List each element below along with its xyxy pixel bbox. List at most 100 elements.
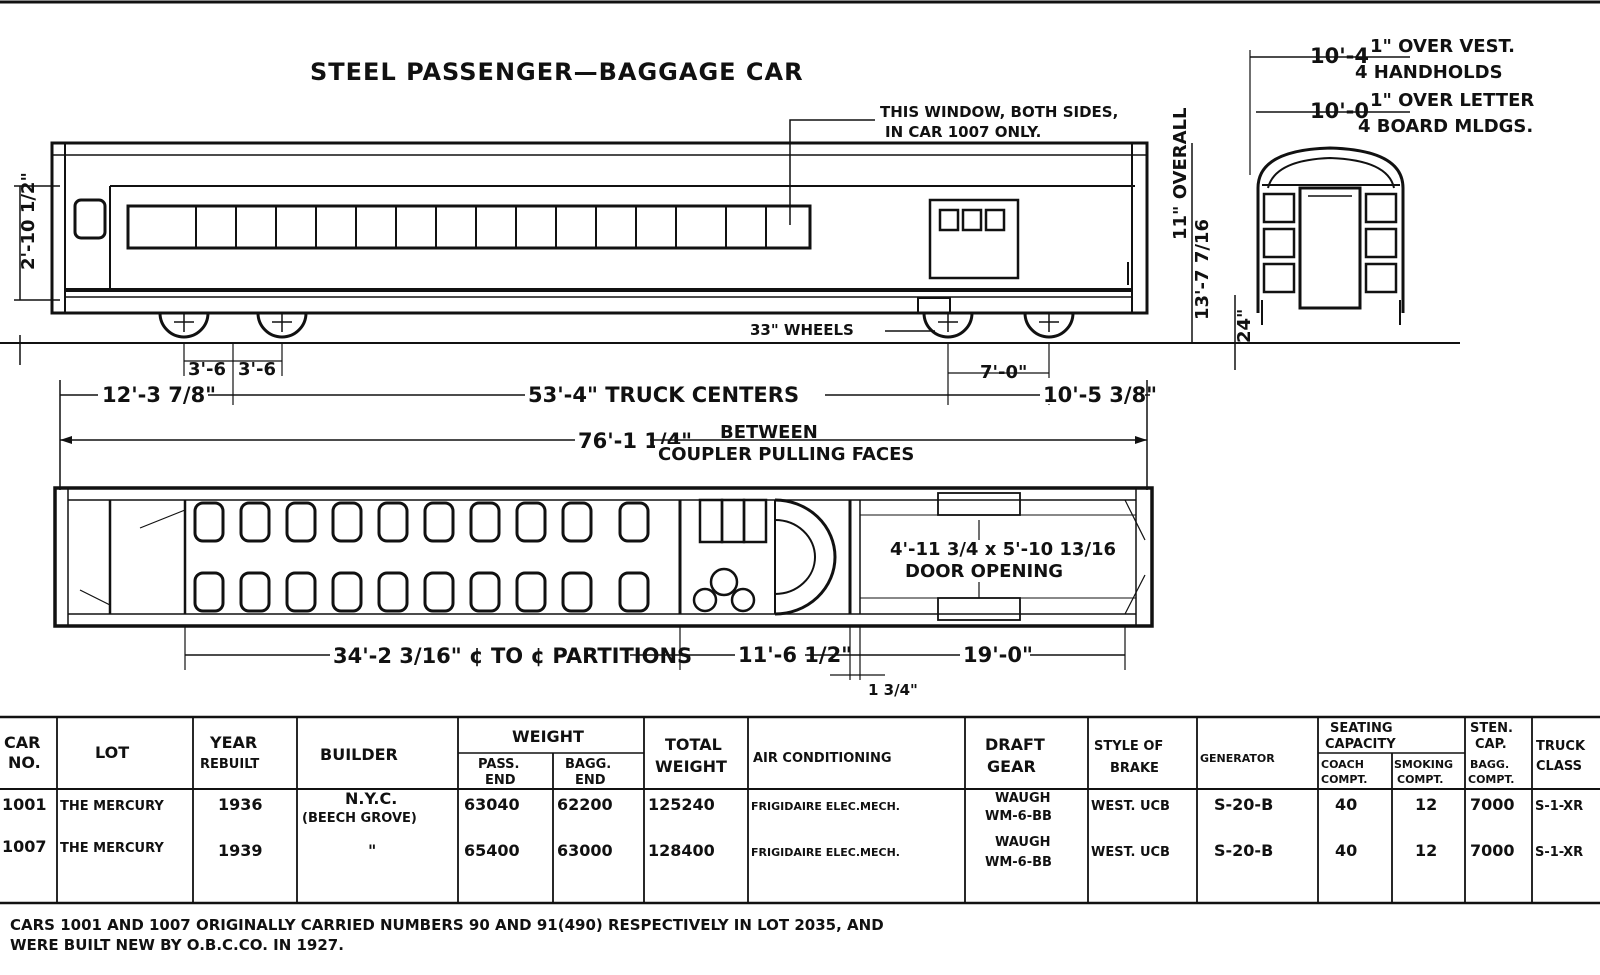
svg-text:COMPT.: COMPT. — [1397, 773, 1443, 786]
truck-centers-dim: 53'-4" TRUCK CENTERS — [528, 383, 799, 407]
window-note-2: IN CAR 1007 ONLY. — [885, 123, 1041, 141]
svg-text:AIR CONDITIONING: AIR CONDITIONING — [753, 751, 892, 766]
svg-text:S-1-XR: S-1-XR — [1535, 845, 1583, 860]
svg-text:7000: 7000 — [1470, 795, 1515, 814]
partition-dim-c: 19'-0" — [963, 643, 1033, 667]
svg-text:WM-6-BB: WM-6-BB — [985, 809, 1052, 824]
svg-text:WEIGHT: WEIGHT — [512, 727, 584, 746]
over-vest-a: 10'-4 — [1310, 44, 1369, 68]
svg-text:1939: 1939 — [218, 841, 263, 860]
svg-text:1936: 1936 — [218, 795, 263, 814]
end-door-window — [73, 198, 107, 240]
svg-text:CLASS: CLASS — [1536, 759, 1582, 774]
partition-dim-a: 34'-2 3/16" ¢ TO ¢ PARTITIONS — [333, 644, 692, 668]
svg-text:N.Y.C.: N.Y.C. — [345, 789, 397, 808]
svg-text:WEST. UCB: WEST. UCB — [1091, 845, 1170, 860]
svg-text:1007: 1007 — [2, 837, 47, 856]
svg-text:THE MERCURY: THE MERCURY — [60, 799, 164, 814]
wheels-label: 33" WHEELS — [750, 321, 854, 339]
svg-text:TRUCK: TRUCK — [1536, 739, 1586, 754]
svg-text:BAGG.: BAGG. — [565, 757, 611, 772]
wheelbase-a: 3'-6 — [188, 359, 226, 380]
svg-text:FRIGIDAIRE ELEC.MECH.: FRIGIDAIRE ELEC.MECH. — [751, 846, 900, 859]
svg-text:STEN.: STEN. — [1470, 721, 1513, 736]
wheelbase-b: 3'-6 — [238, 359, 276, 380]
wheel-front-1 — [158, 312, 210, 339]
svg-text:SEATING: SEATING — [1330, 721, 1393, 736]
svg-text:63040: 63040 — [464, 795, 520, 814]
seat-row-bottom — [193, 571, 650, 613]
specification-table: CAR NO. LOT YEAR REBUILT BUILDER WEIGHT … — [0, 715, 1600, 905]
svg-text:WM-6-BB: WM-6-BB — [985, 855, 1052, 870]
svg-text:CAP.: CAP. — [1475, 737, 1507, 752]
height-side-dim: 2'-10 1/2" — [18, 172, 39, 270]
svg-text:GEAR: GEAR — [987, 757, 1036, 776]
svg-text:END: END — [575, 773, 606, 788]
svg-text:COACH: COACH — [1321, 758, 1364, 771]
svg-text:TOTAL: TOTAL — [665, 735, 722, 754]
over-letter-a: 10'-0 — [1310, 99, 1369, 123]
rail-24-label: 24" — [1234, 309, 1255, 343]
door-opening-size: 4'-11 3/4 x 5'-10 13/16 — [890, 539, 1116, 560]
partition-dim-b: 11'-6 1/2" — [738, 643, 852, 667]
svg-text:S-1-XR: S-1-XR — [1535, 799, 1583, 814]
end-view — [1256, 146, 1405, 325]
svg-text:DRAFT: DRAFT — [985, 735, 1045, 754]
svg-text:COMPT.: COMPT. — [1321, 773, 1367, 786]
svg-text:40: 40 — [1335, 841, 1357, 860]
window-band — [126, 204, 812, 250]
svg-text:63000: 63000 — [557, 841, 613, 860]
end-right-dim: 10'-5 3/8" — [1043, 383, 1157, 407]
svg-text:GENERATOR: GENERATOR — [1200, 752, 1275, 765]
svg-text:WAUGH: WAUGH — [995, 791, 1051, 806]
svg-text:BAGG.: BAGG. — [1470, 758, 1509, 771]
end-left-dim: 12'-3 7/8" — [102, 383, 216, 407]
svg-text:": " — [368, 841, 376, 860]
svg-text:REBUILT: REBUILT — [200, 757, 259, 772]
svg-text:7000: 7000 — [1470, 841, 1515, 860]
svg-text:YEAR: YEAR — [209, 733, 257, 752]
svg-text:12: 12 — [1415, 795, 1437, 814]
svg-text:WEST. UCB: WEST. UCB — [1091, 799, 1170, 814]
window-note-1: THIS WINDOW, BOTH SIDES, — [880, 103, 1118, 121]
svg-text:STYLE OF: STYLE OF — [1094, 739, 1163, 754]
svg-text:62200: 62200 — [557, 795, 613, 814]
svg-text:THE MERCURY: THE MERCURY — [60, 841, 164, 856]
svg-text:WAUGH: WAUGH — [995, 835, 1051, 850]
partition-dim-d: 1 3/4" — [868, 681, 918, 699]
svg-text:NO.: NO. — [8, 753, 41, 772]
overall-label: 11" OVERALL — [1170, 108, 1191, 240]
table-row: 1001 THE MERCURY 1936 N.Y.C. (BEECH GROV… — [2, 789, 1583, 826]
svg-text:65400: 65400 — [464, 841, 520, 860]
svg-text:END: END — [485, 773, 516, 788]
wheel-rear-1 — [922, 312, 974, 339]
height-13-label: 13'-7 7/16 — [1192, 219, 1213, 320]
svg-text:SMOKING: SMOKING — [1394, 758, 1453, 771]
svg-text:S-20-B: S-20-B — [1214, 795, 1273, 814]
wheel-rear-2 — [1023, 312, 1075, 339]
footnote-line-2: WERE BUILT NEW BY O.B.C.CO. IN 1927. — [10, 936, 344, 954]
over-letter-c: 4 BOARD MLDGS. — [1358, 116, 1533, 137]
coupler-label: COUPLER PULLING FACES — [658, 444, 914, 465]
svg-text:40: 40 — [1335, 795, 1357, 814]
truck-wheelbase: 7'-0" — [980, 362, 1027, 383]
svg-text:128400: 128400 — [648, 841, 715, 860]
over-letter-b: 1" OVER LETTER — [1370, 90, 1534, 111]
wheel-front-2 — [256, 312, 308, 339]
svg-text:BUILDER: BUILDER — [320, 745, 398, 764]
svg-text:BRAKE: BRAKE — [1110, 761, 1159, 776]
svg-text:CAPACITY: CAPACITY — [1325, 737, 1396, 752]
footnote-line-1: CARS 1001 AND 1007 ORIGINALLY CARRIED NU… — [10, 916, 884, 934]
svg-text:COMPT.: COMPT. — [1468, 773, 1514, 786]
svg-text:12: 12 — [1415, 841, 1437, 860]
svg-text:LOT: LOT — [95, 743, 129, 762]
svg-text:125240: 125240 — [648, 795, 715, 814]
over-vest-c: 4 HANDHOLDS — [1355, 62, 1503, 83]
door-opening-label: DOOR OPENING — [905, 561, 1063, 582]
svg-text:CAR: CAR — [4, 733, 40, 752]
over-vest-b: 1" OVER VEST. — [1370, 36, 1515, 57]
baggage-door — [928, 198, 1020, 280]
between-label: BETWEEN — [720, 422, 818, 443]
diagram-title: STEEL PASSENGER—BAGGAGE CAR — [310, 58, 804, 86]
